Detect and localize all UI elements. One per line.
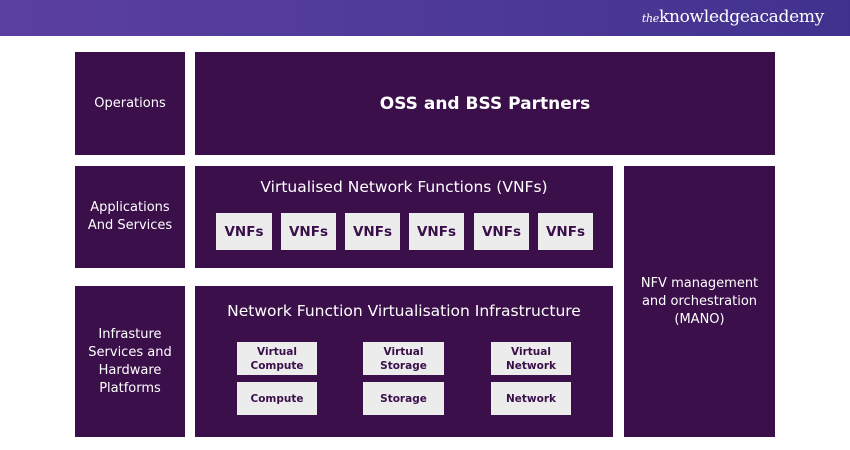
nfvi-box: Network Function Virtualisation Infrastr… bbox=[195, 286, 613, 437]
network-chip: Network bbox=[491, 382, 571, 415]
vnf-chip: VNFs bbox=[538, 213, 593, 250]
infrastructure-label: Infrasture Services and Hardware Platfor… bbox=[88, 326, 172, 396]
applications-label-box: Applications And Services bbox=[75, 166, 185, 268]
brand-name: knowledgeacademy bbox=[658, 7, 824, 27]
compute-chip: Compute bbox=[237, 382, 317, 415]
oss-bss-title: OSS and BSS Partners bbox=[379, 93, 591, 114]
mano-label: NFV management and orchestration (MANO) bbox=[640, 275, 759, 327]
mano-box: NFV management and orchestration (MANO) bbox=[624, 166, 775, 437]
applications-label: Applications And Services bbox=[87, 200, 173, 233]
vnf-chip: VNFs bbox=[474, 213, 529, 250]
vnf-chip: VNFs bbox=[216, 213, 272, 250]
vnf-chip: VNFs bbox=[345, 213, 400, 250]
infrastructure-label-box: Infrasture Services and Hardware Platfor… bbox=[75, 286, 185, 437]
oss-bss-box: OSS and BSS Partners bbox=[195, 52, 775, 155]
vnf-title: Virtualised Network Functions (VNFs) bbox=[260, 178, 548, 196]
virtual-network-chip: Virtual Network bbox=[491, 342, 571, 375]
virtual-storage-chip: Virtual Storage bbox=[363, 342, 444, 375]
virtual-compute-chip: Virtual Compute bbox=[237, 342, 317, 375]
operations-label: Operations bbox=[94, 95, 166, 111]
storage-chip: Storage bbox=[363, 382, 444, 415]
vnf-box: Virtualised Network Functions (VNFs) VNF… bbox=[195, 166, 613, 268]
header-banner: theknowledgeacademy bbox=[0, 0, 850, 36]
brand-prefix: the bbox=[641, 12, 659, 25]
vnf-chip: VNFs bbox=[281, 213, 336, 250]
vnf-chip: VNFs bbox=[409, 213, 464, 250]
operations-label-box: Operations bbox=[75, 52, 185, 155]
brand-logo: theknowledgeacademy bbox=[642, 7, 824, 27]
nfvi-title: Network Function Virtualisation Infrastr… bbox=[227, 302, 581, 320]
